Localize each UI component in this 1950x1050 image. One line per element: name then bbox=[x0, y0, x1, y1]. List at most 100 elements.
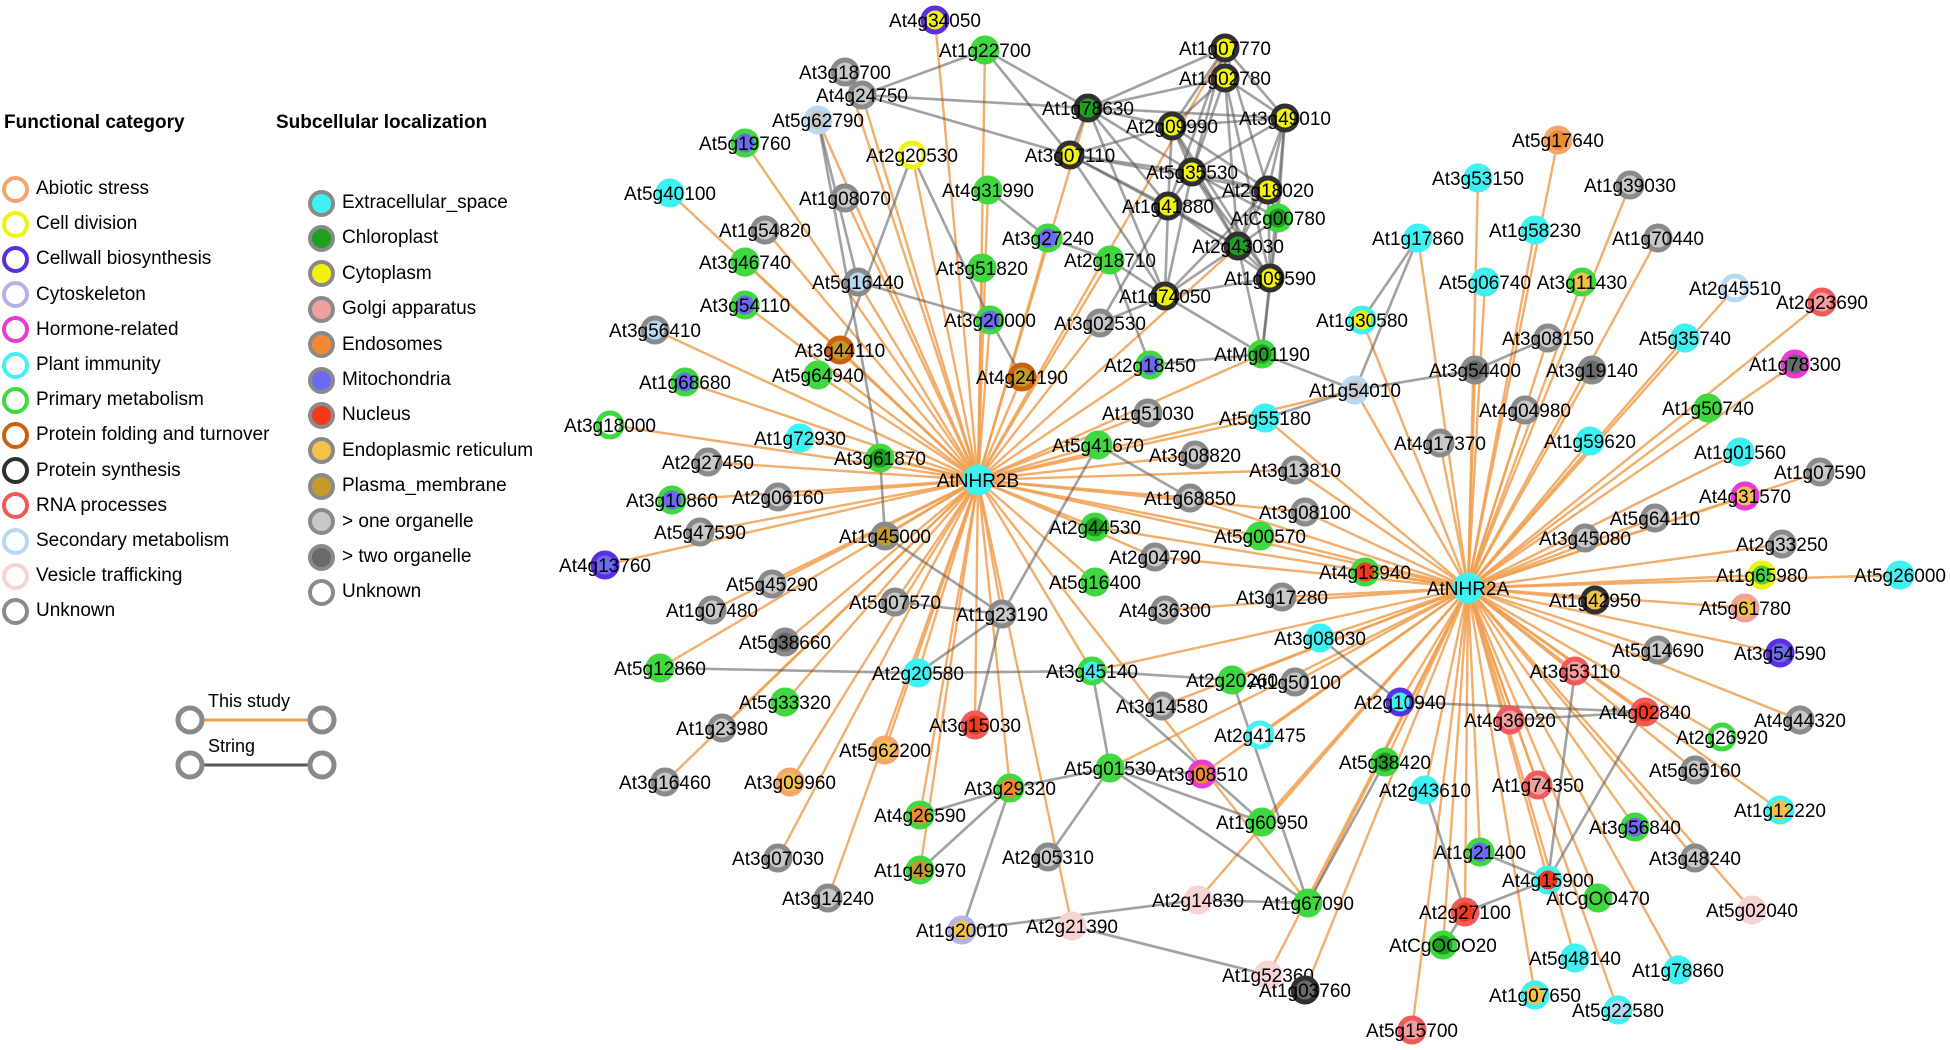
gene-node[interactable]: At1g54820 bbox=[719, 215, 811, 245]
gene-node[interactable]: At2g06160 bbox=[732, 482, 824, 512]
gene-node[interactable]: At4g24750 bbox=[816, 80, 908, 110]
gene-node[interactable]: At1g23980 bbox=[676, 713, 768, 743]
gene-node[interactable]: At1g78630 bbox=[1042, 93, 1134, 123]
gene-node[interactable]: At5g40100 bbox=[624, 178, 716, 208]
gene-node[interactable]: At3g53150 bbox=[1432, 163, 1524, 193]
gene-node[interactable]: At2g18710 bbox=[1064, 245, 1156, 275]
gene-node[interactable]: At3g10860 bbox=[626, 485, 718, 515]
gene-node[interactable]: At2g04790 bbox=[1109, 542, 1201, 572]
gene-node[interactable]: At3g54110 bbox=[700, 290, 791, 320]
gene-node[interactable]: At5g07570 bbox=[849, 587, 941, 617]
gene-node[interactable]: At5g26000 bbox=[1854, 560, 1946, 590]
gene-node[interactable]: At1g72930 bbox=[754, 423, 846, 453]
gene-node[interactable]: At2g27100 bbox=[1419, 897, 1511, 927]
gene-node[interactable]: AtCgOOO20 bbox=[1389, 930, 1497, 960]
gene-node[interactable]: At1g59620 bbox=[1544, 426, 1636, 456]
gene-node[interactable]: At3g18000 bbox=[564, 410, 656, 440]
gene-node[interactable]: At5g19760 bbox=[699, 128, 791, 158]
gene-node[interactable]: At1g51030 bbox=[1102, 398, 1194, 428]
gene-node[interactable]: At1g07650 bbox=[1489, 980, 1581, 1010]
gene-node[interactable]: At3g07110 bbox=[1025, 140, 1116, 170]
gene-node[interactable]: At5g17640 bbox=[1512, 125, 1604, 155]
gene-node[interactable]: At2g33250 bbox=[1736, 529, 1828, 559]
gene-node[interactable]: At1g07480 bbox=[666, 595, 758, 625]
gene-node[interactable]: At5g16440 bbox=[812, 267, 904, 297]
gene-node[interactable]: At2g23690 bbox=[1776, 287, 1868, 317]
gene-node[interactable]: At1g12220 bbox=[1734, 795, 1826, 825]
gene-node[interactable]: At3g61870 bbox=[834, 443, 926, 473]
gene-node[interactable]: At1g67090 bbox=[1262, 888, 1354, 918]
gene-node[interactable]: At5g06740 bbox=[1439, 267, 1531, 297]
gene-node[interactable]: At2g41475 bbox=[1214, 720, 1306, 750]
gene-node[interactable]: At1g21400 bbox=[1434, 837, 1526, 867]
gene-node[interactable]: At1g68680 bbox=[639, 367, 731, 397]
gene-node[interactable]: At1g07590 bbox=[1774, 457, 1866, 487]
gene-node[interactable]: At2g26920 bbox=[1676, 722, 1768, 752]
gene-node[interactable]: At3g14240 bbox=[782, 883, 874, 913]
gene-node[interactable]: At5g38660 bbox=[739, 627, 831, 657]
gene-node[interactable]: At1g60950 bbox=[1216, 807, 1308, 837]
gene-node[interactable]: At5g65160 bbox=[1649, 755, 1741, 785]
gene-node[interactable]: At2g09990 bbox=[1126, 111, 1218, 141]
gene-node[interactable]: At1g02780 bbox=[1179, 63, 1271, 93]
gene-node[interactable]: At3g54590 bbox=[1734, 638, 1826, 668]
gene-node[interactable]: At3g54400 bbox=[1429, 355, 1521, 385]
gene-node[interactable]: At4g36020 bbox=[1464, 705, 1556, 735]
gene-node[interactable]: At5g02040 bbox=[1706, 895, 1798, 925]
gene-node[interactable]: At1g09590 bbox=[1224, 263, 1316, 293]
gene-node[interactable]: At1g70440 bbox=[1612, 223, 1704, 253]
gene-node[interactable]: At4g34050 bbox=[889, 5, 981, 35]
gene-node[interactable]: At3g17280 bbox=[1236, 582, 1328, 612]
gene-node[interactable]: At4g13760 bbox=[559, 550, 651, 580]
gene-node[interactable]: At1g08070 bbox=[799, 183, 891, 213]
gene-node[interactable]: At3g11430 bbox=[1537, 267, 1628, 297]
gene-node[interactable]: At2g20580 bbox=[872, 658, 964, 688]
gene-node[interactable]: At5g35530 bbox=[1146, 157, 1238, 187]
gene-node[interactable]: At1g58230 bbox=[1489, 215, 1581, 245]
gene-node[interactable]: At1g39030 bbox=[1584, 170, 1676, 200]
gene-node[interactable]: At2g14830 bbox=[1152, 885, 1244, 915]
gene-node[interactable]: At1g74050 bbox=[1119, 281, 1211, 311]
gene-node[interactable]: At3g08100 bbox=[1259, 497, 1351, 527]
gene-node[interactable]: At2g44530 bbox=[1049, 512, 1141, 542]
hub-node-atnhr2a[interactable]: AtNHR2A bbox=[1427, 572, 1510, 604]
gene-node[interactable]: At4g24190 bbox=[976, 362, 1068, 392]
gene-node[interactable]: At5g55180 bbox=[1219, 403, 1311, 433]
gene-node[interactable]: At4g15900 bbox=[1502, 865, 1594, 895]
gene-node[interactable]: At2g20530 bbox=[866, 140, 958, 170]
gene-node[interactable]: At1g22700 bbox=[939, 35, 1031, 65]
gene-node[interactable]: At3g08150 bbox=[1502, 323, 1594, 353]
gene-node[interactable]: At3g48240 bbox=[1649, 843, 1741, 873]
gene-node[interactable]: At3g49010 bbox=[1239, 103, 1331, 133]
gene-node[interactable]: At5g38420 bbox=[1339, 747, 1431, 777]
gene-node[interactable]: At5g00570 bbox=[1214, 521, 1306, 551]
gene-node[interactable]: At3g45080 bbox=[1539, 523, 1631, 553]
gene-node[interactable]: At3g44110 bbox=[795, 335, 886, 365]
gene-node[interactable]: At2g20260 bbox=[1186, 665, 1278, 695]
gene-node[interactable]: At5g64110 bbox=[1610, 503, 1701, 533]
gene-node[interactable]: At5g47590 bbox=[654, 517, 746, 547]
gene-node[interactable]: At4g17370 bbox=[1394, 428, 1486, 458]
gene-node[interactable]: At3g08030 bbox=[1274, 623, 1366, 653]
gene-node[interactable]: At5g62790 bbox=[772, 105, 864, 135]
gene-node[interactable]: At5g22580 bbox=[1572, 995, 1664, 1025]
gene-node[interactable]: At3g27240 bbox=[1002, 223, 1094, 253]
gene-node[interactable]: At4g13940 bbox=[1319, 557, 1411, 587]
gene-node[interactable]: At1g65980 bbox=[1716, 560, 1808, 590]
gene-node[interactable]: At1g78300 bbox=[1749, 349, 1841, 379]
gene-node[interactable]: At1g07770 bbox=[1179, 33, 1271, 63]
gene-node[interactable]: At5g62200 bbox=[839, 735, 931, 765]
gene-node[interactable]: At4g02840 bbox=[1599, 697, 1691, 727]
gene-node[interactable]: At3g51820 bbox=[936, 253, 1028, 283]
gene-node[interactable]: At3g16460 bbox=[619, 767, 711, 797]
gene-node[interactable]: At5g48140 bbox=[1529, 943, 1621, 973]
gene-node[interactable]: At3g45140 bbox=[1046, 656, 1138, 686]
gene-node[interactable]: At5g12860 bbox=[614, 653, 706, 683]
gene-node[interactable]: At1g03760 bbox=[1259, 975, 1351, 1005]
gene-node[interactable]: At1g54010 bbox=[1309, 375, 1401, 405]
hub-node-atnhr2b[interactable]: AtNHR2B bbox=[937, 464, 1019, 496]
gene-node[interactable]: At3g08820 bbox=[1149, 440, 1241, 470]
gene-node[interactable]: At4g44320 bbox=[1754, 705, 1846, 735]
gene-node[interactable]: At2g21390 bbox=[1026, 911, 1118, 941]
gene-node[interactable]: At3g14580 bbox=[1116, 691, 1208, 721]
